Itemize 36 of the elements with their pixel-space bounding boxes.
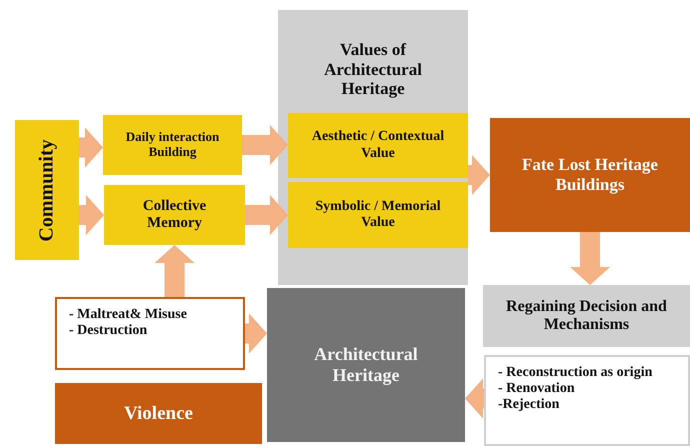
block-arrow	[468, 155, 490, 195]
block-arrow	[79, 195, 104, 235]
box-label: Architectural Heritage	[313, 344, 419, 386]
box-label: Fate Lost Heritage Buildings	[521, 155, 659, 195]
block-arrow	[570, 232, 610, 285]
list-item: - Maltreat& Misuse	[69, 307, 188, 324]
box-label: Aesthetic / Contextual Value	[310, 129, 446, 162]
list-item: -Rejection	[498, 397, 560, 414]
process-box	[267, 288, 465, 442]
block-arrow	[465, 378, 484, 418]
group-panel	[278, 10, 468, 285]
box-label: Daily interaction Building	[124, 130, 220, 160]
process-box	[15, 120, 79, 260]
list-item: - Destruction	[69, 323, 148, 340]
block-arrow	[154, 245, 194, 297]
process-box	[483, 285, 690, 347]
process-box	[104, 185, 245, 245]
list-item: - Renovation	[498, 381, 576, 398]
list-item: - Reconstruction as origin	[498, 365, 654, 382]
process-box	[288, 113, 468, 178]
process-box	[55, 383, 262, 444]
list-box	[55, 297, 245, 370]
box-label: Community	[36, 138, 58, 242]
box-label: Symbolic / Memorial Value	[314, 198, 442, 232]
box-label: Regaining Decision and Mechanisms	[505, 298, 668, 334]
block-arrow	[245, 195, 288, 235]
block-arrow	[79, 128, 103, 168]
block-arrow	[242, 125, 288, 165]
box-label: Violence	[124, 402, 193, 424]
block-arrow	[245, 314, 267, 354]
process-box	[288, 182, 468, 248]
panel-heading: Values of Architectural Heritage	[323, 40, 423, 99]
list-box	[484, 355, 690, 446]
process-box	[490, 118, 690, 232]
box-label: Collective Memory	[142, 198, 208, 232]
process-box	[103, 115, 242, 175]
